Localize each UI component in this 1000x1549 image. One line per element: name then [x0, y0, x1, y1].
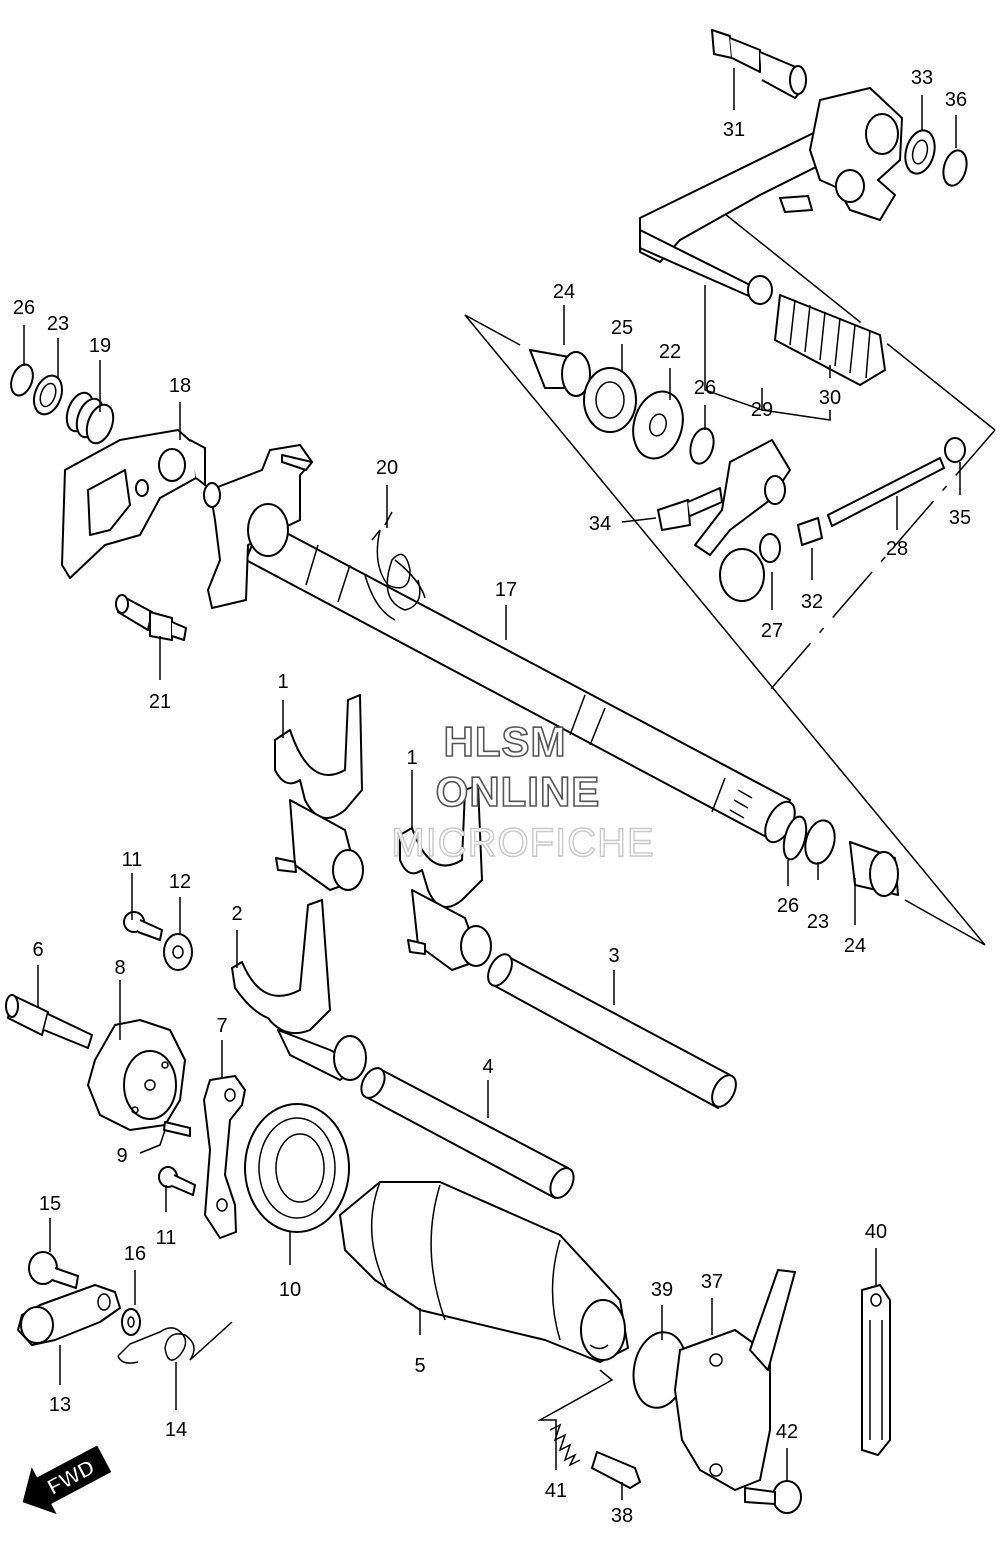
shift-fork-1a — [274, 694, 364, 891]
callout-31: 31 — [723, 119, 745, 141]
callout-15: 15 — [39, 1193, 61, 1215]
bushing-bearing-washers — [529, 349, 715, 465]
bolt-21 — [115, 594, 187, 641]
shift-link-27 — [694, 439, 791, 602]
callout-23: 23 — [807, 911, 829, 933]
callout-29: 29 — [751, 399, 773, 421]
callout-20: 20 — [376, 457, 398, 479]
callout-5: 5 — [414, 1355, 425, 1377]
callout-7: 7 — [216, 1015, 227, 1037]
callout-2: 2 — [231, 903, 242, 925]
fork-shaft-4 — [360, 1067, 575, 1199]
callout-23: 23 — [47, 313, 69, 335]
callout-33: 33 — [911, 67, 933, 89]
bolt-6 — [5, 994, 93, 1049]
bolt-34 — [657, 487, 723, 531]
stopper-plate-7 — [203, 1075, 246, 1239]
callout-26: 26 — [694, 377, 716, 399]
washer-clip-33-36 — [904, 129, 968, 187]
callout-9: 9 — [116, 1145, 127, 1167]
callout-labels: 1 1 2 3 4 5 6 7 8 9 10 11 11 12 13 14 15… — [13, 67, 971, 1527]
spring-washer-clip-upper-left — [10, 363, 115, 445]
callout-8: 8 — [114, 957, 125, 979]
callout-13: 13 — [49, 1394, 71, 1416]
callout-38: 38 — [611, 1505, 633, 1527]
shift-fork-2 — [231, 899, 367, 1081]
shift-fork-1b — [399, 784, 492, 971]
gear-shift-lever — [639, 87, 903, 305]
callout-36: 36 — [945, 89, 967, 111]
fwd-arrow-icon: FWD — [22, 1445, 112, 1515]
shift-plate — [61, 429, 206, 579]
gear-position-switch-37 — [674, 1269, 796, 1491]
callout-18: 18 — [169, 375, 191, 397]
callout-17: 17 — [495, 579, 517, 601]
watermark-line3: MICROFICHE — [391, 821, 654, 865]
callout-22: 22 — [659, 341, 681, 363]
callout-42: 42 — [776, 1421, 798, 1443]
callout-10: 10 — [279, 1279, 301, 1301]
callout-1: 1 — [277, 671, 288, 693]
callout-6: 6 — [32, 939, 43, 961]
bolt-42 — [744, 1480, 802, 1514]
callout-14: 14 — [165, 1419, 187, 1441]
callout-37: 37 — [701, 1271, 723, 1293]
callout-35: 35 — [949, 507, 971, 529]
callout-34: 34 — [589, 513, 611, 535]
callout-24: 24 — [844, 935, 866, 957]
bolt-11-upper — [123, 911, 163, 941]
watermark-line1: HLSM — [444, 718, 567, 765]
callout-26: 26 — [777, 895, 799, 917]
leader-lines — [23, 68, 961, 1500]
callout-21: 21 — [149, 691, 171, 713]
spring-14 — [117, 1321, 233, 1364]
callout-32: 32 — [801, 591, 823, 613]
callout-41: 41 — [545, 1480, 567, 1502]
callout-26: 26 — [13, 297, 35, 319]
callout-27: 27 — [761, 620, 783, 642]
callout-1: 1 — [406, 747, 417, 769]
watermark-line2: ONLINE — [436, 768, 601, 815]
pedal-group-outline — [464, 209, 996, 946]
callout-19: 19 — [89, 335, 111, 357]
cam-stopper-8 — [87, 1019, 186, 1131]
callout-4: 4 — [482, 1056, 493, 1078]
bolt-15 — [28, 1251, 79, 1289]
callout-11: 11 — [122, 849, 143, 871]
callout-28: 28 — [886, 538, 908, 560]
clamp-40 — [861, 1284, 891, 1456]
gear-shift-cam — [339, 1181, 629, 1363]
washer-12 — [163, 933, 193, 971]
callout-11: 11 — [156, 1227, 177, 1249]
pedal-bolt-31 — [711, 29, 807, 99]
callout-25: 25 — [611, 317, 633, 339]
return-spring — [364, 511, 426, 621]
rod-28-nuts — [797, 437, 966, 546]
watermark: HLSM ONLINE MICROFICHE — [391, 717, 655, 866]
arm-13 — [17, 1284, 121, 1346]
spring-41 — [549, 1423, 581, 1467]
callout-30: 30 — [819, 387, 841, 409]
bearing-10 — [244, 1103, 350, 1233]
pin-38 — [591, 1451, 641, 1489]
pedal-rubber — [774, 294, 886, 386]
callout-24: 24 — [553, 281, 575, 303]
callout-39: 39 — [651, 1279, 673, 1301]
shift-shaft-arm — [203, 444, 313, 609]
fork-shaft-3 — [487, 953, 737, 1109]
callout-40: 40 — [865, 1221, 887, 1243]
callout-16: 16 — [124, 1243, 146, 1265]
callout-12: 12 — [169, 871, 191, 893]
washer-16 — [121, 1308, 141, 1336]
callout-3: 3 — [608, 945, 619, 967]
pin-9 — [163, 1121, 191, 1137]
bolt-11-lower — [158, 1166, 196, 1196]
bushing-clip-lower-right — [782, 815, 899, 897]
